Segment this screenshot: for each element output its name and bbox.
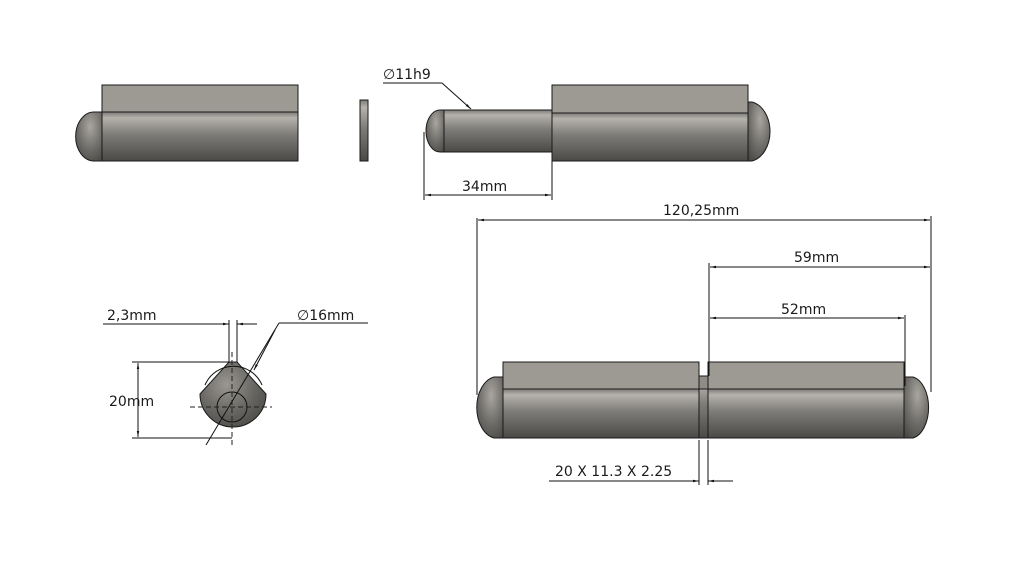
left-knuckle-dome — [75, 111, 103, 162]
pin-knuckle-body — [551, 112, 749, 162]
assembled-right-dome — [903, 376, 930, 439]
washer-spec-label: 20 X 11.3 X 2.25 — [555, 464, 672, 480]
flat-length-label: 52mm — [781, 302, 826, 318]
left-knuckle-body — [101, 111, 299, 162]
washer-spec-dimension: 20 X 11.3 X 2.25 — [549, 440, 733, 485]
body-diameter-label: ∅16mm — [297, 308, 354, 324]
flat-width-dimension: 2,3mm — [103, 308, 257, 326]
pin-knuckle-dome — [747, 101, 771, 162]
assembled-hinge — [476, 361, 930, 439]
overall-length-label: 120,25mm — [663, 203, 739, 219]
washer-part — [359, 99, 369, 162]
assembled-right-body — [707, 388, 905, 439]
pin-diameter-callout: ∅11h9 — [383, 67, 472, 110]
left-knuckle-part — [75, 84, 299, 162]
pin-knuckle-flat — [551, 84, 749, 114]
pin-length-label: 34mm — [462, 179, 507, 195]
height-label: 20mm — [109, 394, 154, 410]
end-view-profile — [199, 361, 267, 428]
half-length-dimension: 59mm — [708, 250, 930, 376]
assembled-left-dome — [476, 376, 504, 439]
pin-shaft — [443, 109, 553, 153]
pin-length-dimension: 34mm — [423, 132, 553, 200]
assembled-left-body — [502, 388, 700, 439]
end-view — [190, 320, 368, 448]
height-dimension: 20mm — [109, 361, 232, 439]
overall-length-dimension: 120,25mm — [476, 203, 932, 395]
pin-knuckle-part — [425, 84, 771, 162]
pin-tip-dome — [425, 109, 445, 153]
pin-diameter-label: ∅11h9 — [383, 67, 431, 83]
assembled-right-flat — [707, 361, 905, 390]
left-knuckle-flat — [101, 84, 299, 113]
assembled-left-flat — [502, 361, 700, 390]
flat-length-dimension: 52mm — [710, 302, 906, 386]
flat-width-label: 2,3mm — [107, 308, 157, 324]
half-length-label: 59mm — [794, 250, 839, 266]
